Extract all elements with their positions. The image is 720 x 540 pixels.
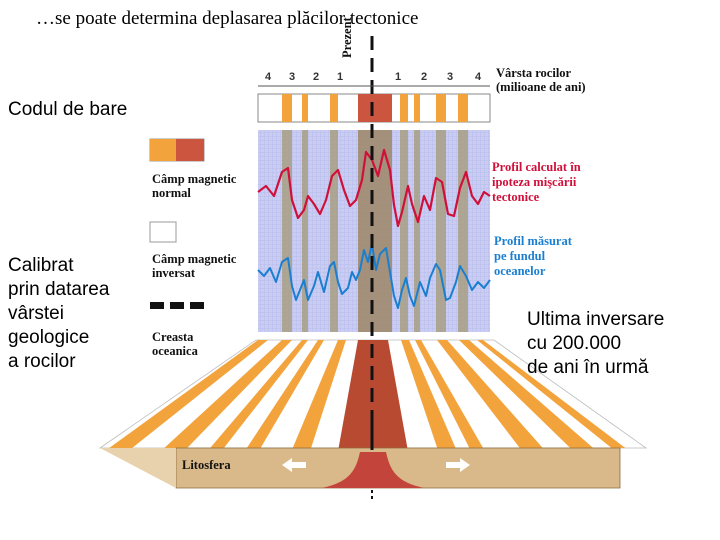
axis-tick-label: 3 [447, 71, 453, 83]
calibration-line: prin datarea [8, 279, 110, 300]
left-arrow-icon [282, 458, 306, 472]
magnetic-stripe [292, 340, 346, 448]
legend-normal-swatch [149, 138, 205, 162]
magnetic-stripe [210, 340, 308, 448]
reversal-line: cu 200.000 [527, 333, 622, 354]
magnetic-stripe [109, 340, 268, 448]
bar-code-strip [257, 93, 491, 123]
axis-tick-label: 4 [265, 71, 272, 83]
calculated-profile-label: Profil calculat în ipoteza mişcării tect… [492, 160, 581, 205]
legend-inversat-label: Câmp magnetic inversat [152, 252, 236, 280]
rock-age-line: Vârsta rocilor [496, 66, 572, 80]
magnetic-stripe [401, 340, 456, 448]
calculated-profile-line [257, 148, 491, 228]
page-title: …se poate determina deplasarea plăcilor … [36, 8, 419, 29]
lithosphere-label: Litosfera [182, 458, 231, 472]
right-arrow-icon [446, 458, 470, 472]
measured-line: oceanelor [494, 264, 546, 278]
calibration-line: geologice [8, 327, 90, 348]
calibration-line: Calibrat [8, 255, 74, 276]
legend-line: normal [152, 186, 191, 200]
legend-line: oceanica [152, 344, 198, 358]
legend-normal-label: Câmp magnetic normal [152, 172, 236, 200]
profile-panel [257, 130, 491, 332]
legend-line: Câmp magnetic [152, 252, 237, 266]
calibration-line: a rocilor [8, 351, 76, 372]
measured-line: Profil măsurat [494, 234, 572, 248]
age-axis: 4 3 2 1 1 2 3 4 [258, 71, 490, 87]
calc-line: tectonice [492, 190, 540, 204]
rock-age-line: (milioane de ani) [496, 80, 586, 94]
magnetic-stripe [246, 340, 324, 448]
legend-inversat-swatch [149, 221, 177, 243]
reversal-line: de ani în urmă [527, 357, 649, 378]
magnetic-stripe [415, 340, 484, 448]
axis-tick-label: 1 [395, 71, 401, 83]
calc-line: Profil calculat în [492, 160, 581, 174]
legend-line: Câmp magnetic [152, 172, 237, 186]
legend-line: inversat [152, 266, 196, 280]
axis-tick-label: 2 [313, 71, 319, 83]
magnetic-stripe [437, 340, 543, 448]
reversal-line: Ultima inversare [527, 309, 665, 330]
calibration-label: Calibrat prin datarea vârstei geologice … [8, 254, 109, 374]
axis-tick-label: 4 [475, 71, 482, 83]
magnetic-stripe [477, 340, 626, 448]
measured-line: pe fundul [494, 249, 546, 263]
last-reversal-label: Ultima inversare cu 200.000 de ani în ur… [527, 308, 664, 380]
calc-line: ipoteza mişcării [492, 175, 577, 189]
legend-ridge-dashes [150, 302, 204, 309]
axis-tick-label: 1 [337, 71, 343, 83]
magnetic-stripe [459, 340, 594, 448]
bar-code-label: Codul de bare [8, 99, 128, 120]
legend-line: Creasta [152, 330, 194, 344]
rock-age-label: Vârsta rocilor (milioane de ani) [496, 66, 586, 94]
magnetic-stripe [164, 340, 292, 448]
measured-profile-label: Profil măsurat pe fundul oceanelor [494, 234, 572, 279]
axis-tick-label: 3 [289, 71, 295, 83]
present-label: Prezent [340, 17, 354, 58]
calibration-line: vârstei [8, 303, 64, 324]
legend-ridge-label: Creasta oceanica [152, 330, 198, 358]
axis-tick-label: 2 [421, 71, 427, 83]
